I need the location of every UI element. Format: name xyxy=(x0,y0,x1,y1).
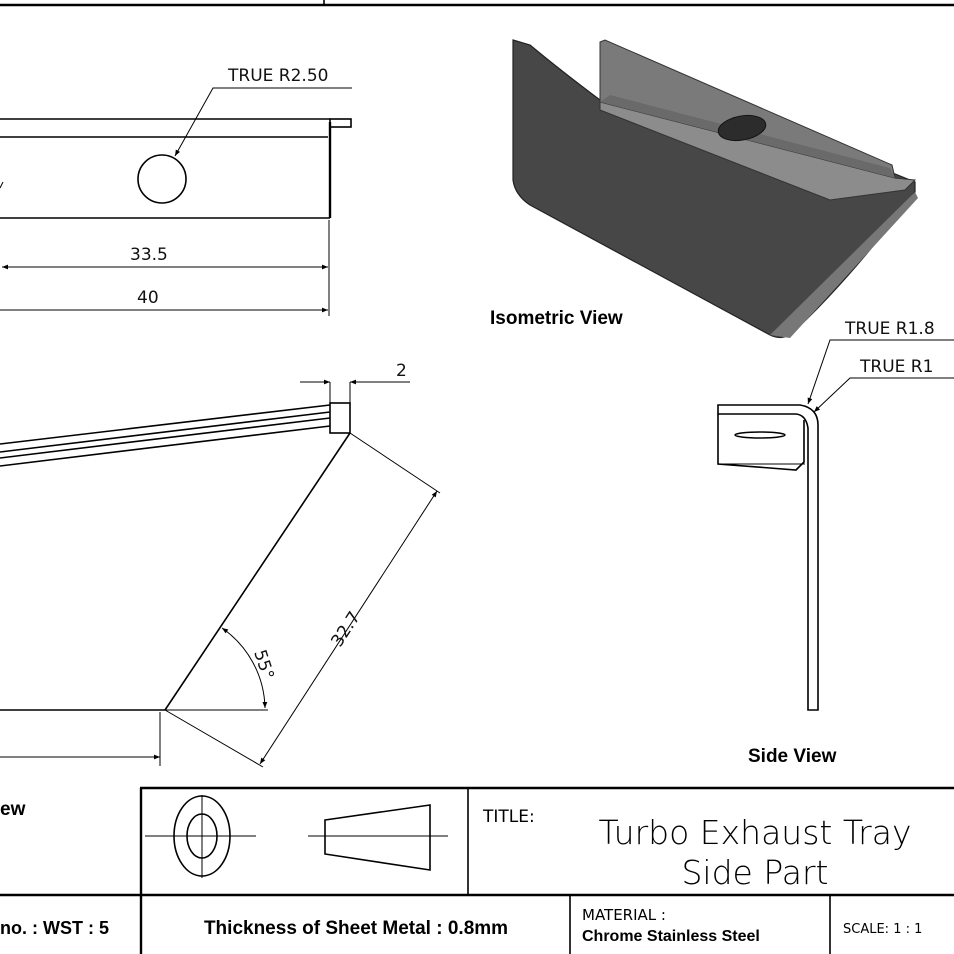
drawing-title-line2: Side Part xyxy=(681,853,828,892)
bottom-view: 2 32.7 55° ew xyxy=(0,361,441,820)
side-view-label: Side View xyxy=(748,746,837,767)
projection-symbol-icon xyxy=(145,795,448,878)
side-callout-r1: TRUE R1 xyxy=(859,357,933,377)
mounting-hole xyxy=(137,154,187,204)
material-value: Chrome Stainless Steel xyxy=(582,928,760,945)
drawing-number: no. : WST : 5 xyxy=(0,918,109,938)
material-label: MATERIAL : xyxy=(582,906,666,924)
dim-40: 40 xyxy=(137,288,159,308)
sheet-thickness: Thickness of Sheet Metal : 0.8mm xyxy=(204,918,508,939)
scale: SCALE: 1 : 1 xyxy=(843,922,922,937)
title-label: TITLE: xyxy=(482,807,535,827)
hole-callout: TRUE R2.50 xyxy=(227,66,328,86)
sheet-border-top xyxy=(0,0,954,7)
title-block: TITLE: Turbo Exhaust Tray Side Part no. … xyxy=(0,786,954,954)
dim-2: 2 xyxy=(396,361,407,381)
drawing-title-line1: Turbo Exhaust Tray xyxy=(599,813,912,852)
dim-55-deg: 55° xyxy=(249,647,277,682)
isometric-view-label: Isometric View xyxy=(490,308,623,329)
dim-33-5: 33.5 xyxy=(130,245,168,265)
isometric-view: Isometric View xyxy=(490,39,918,339)
dim-32-7: 32.7 xyxy=(327,608,364,651)
bottom-view-label: ew xyxy=(0,799,26,820)
side-callout-r1-8: TRUE R1.8 xyxy=(844,319,935,339)
front-view: TRUE R2.50 33.5 40 xyxy=(0,66,352,316)
side-view: TRUE R1.8 TRUE R1 Side View xyxy=(717,319,954,767)
